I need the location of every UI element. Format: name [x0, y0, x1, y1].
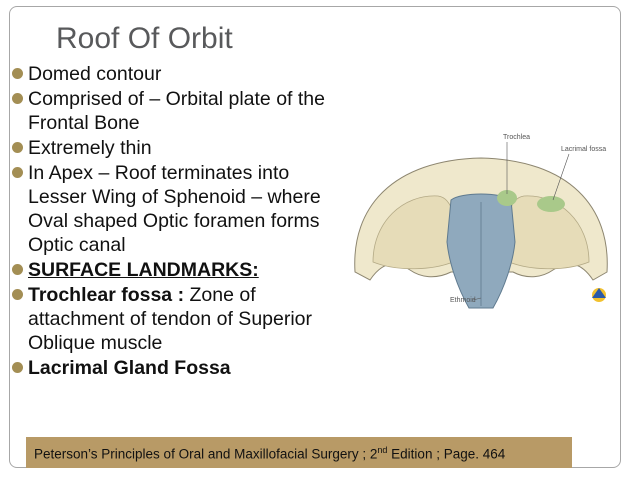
bullet-dot-icon [12, 68, 23, 79]
slide-title: Roof Of Orbit [56, 22, 233, 55]
trochlear-fossa-shape [497, 190, 517, 206]
bullet-dot-icon [12, 362, 23, 373]
bullet-dot-icon [12, 264, 23, 275]
publisher-logo-icon [592, 288, 606, 302]
lacrimal-fossa-shape [537, 196, 565, 212]
bullet-item: In Apex – Roof terminates into Lesser Wi… [12, 161, 344, 257]
bullet-dot-icon [12, 289, 23, 300]
bullet-dot-icon [12, 167, 23, 178]
label-ethmoid: Ethmoid [450, 297, 476, 304]
bullet-item: Extremely thin [12, 136, 344, 160]
bullet-dot-icon [12, 93, 23, 104]
label-lacrimal-fossa: Lacrimal fossa [561, 146, 606, 153]
bullet-item-lacrimal-gland-fossa: Lacrimal Gland Fossa [12, 356, 344, 380]
bullet-item-trochlear-fossa: Trochlear fossa : Zone of attachment of … [12, 283, 344, 355]
orbit-roof-illustration: Trochlea Lacrimal fossa Ethmoid [343, 112, 620, 322]
skull-base-diagram: Trochlea Lacrimal fossa Ethmoid [354, 134, 608, 309]
citation-box: Peterson’s Principles of Oral and Maxill… [26, 437, 572, 468]
bullet-dot-icon [12, 142, 23, 153]
label-trochlea: Trochlea [503, 134, 530, 141]
bullet-item-surface-landmarks: SURFACE LANDMARKS: [12, 258, 344, 282]
bullet-list: Domed contour Comprised of – Orbital pla… [12, 62, 344, 381]
bullet-item: Domed contour [12, 62, 344, 86]
bullet-item: Comprised of – Orbital plate of the Fron… [12, 87, 344, 135]
